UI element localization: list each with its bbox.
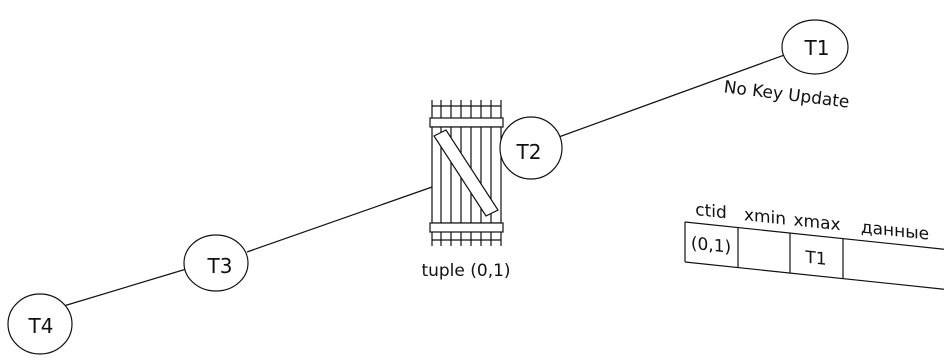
column-header-ctid: ctid bbox=[695, 200, 727, 223]
node-t3: T3 bbox=[183, 234, 249, 292]
cell-ctid: (0,1) bbox=[691, 234, 731, 258]
arrow-t4-to-t3 bbox=[56, 264, 203, 309]
column-header-data: данные bbox=[861, 218, 929, 245]
column-header-xmin: xmin bbox=[744, 205, 786, 229]
tuple-table: ctid xmin xmax данные (0,1) T1 bbox=[684, 200, 944, 292]
cell-xmax: T1 bbox=[804, 248, 826, 270]
lock-mode-label: No Key Update bbox=[723, 77, 851, 112]
node-t4-label: T4 bbox=[28, 314, 54, 338]
node-t1: T1 bbox=[781, 19, 849, 75]
node-t2: T2 bbox=[499, 116, 563, 180]
arrow-t2-to-t1 bbox=[555, 45, 812, 139]
node-t1-label: T1 bbox=[804, 36, 830, 60]
arrow-t3-to-tuple bbox=[246, 180, 452, 253]
node-t3-label: T3 bbox=[207, 254, 233, 278]
node-t4: T4 bbox=[7, 293, 73, 355]
node-t2-label: T2 bbox=[516, 140, 542, 164]
tuple-gate-icon bbox=[429, 100, 504, 246]
tuple-label: tuple (0,1) bbox=[421, 261, 510, 281]
column-header-xmax: xmax bbox=[793, 210, 840, 235]
